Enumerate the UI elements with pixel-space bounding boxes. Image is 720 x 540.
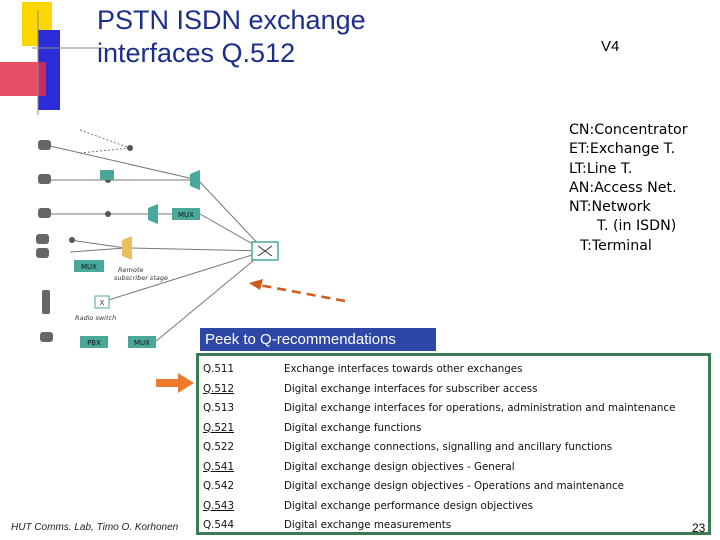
mux-label-1: MUX xyxy=(178,211,194,219)
radio-switch-label: Radio switch xyxy=(75,314,116,322)
node-dots xyxy=(69,145,133,243)
abbr-et: ET:Exchange T. xyxy=(569,141,676,158)
recommendation-description: Digital exchange interfaces for operatio… xyxy=(284,402,676,414)
recommendation-description: Digital exchange interfaces for subscrib… xyxy=(284,382,538,395)
mux-small xyxy=(100,170,114,180)
remote-stage-label-1: Remote xyxy=(118,266,143,274)
recommendation-code: Q.544 xyxy=(203,519,235,531)
pbx-label: PBX xyxy=(87,339,101,347)
connection-lines xyxy=(49,129,266,343)
mux-boxes: MUX MUX MUX PBX xyxy=(74,208,200,348)
mux-label-2: MUX xyxy=(81,263,97,271)
pointer-arrow-icon xyxy=(156,373,194,393)
recommendation-code[interactable]: Q.543 xyxy=(203,499,235,512)
exchange-x-icon xyxy=(257,245,273,257)
abbr-nt-cont: T. (in ISDN) xyxy=(597,218,677,235)
abbr-an: AN:Access Net. xyxy=(569,179,677,196)
recommendation-code: Q.513 xyxy=(203,402,235,414)
recommendation-code: Q.542 xyxy=(203,480,235,492)
abbr-cn: CN:Concentrator xyxy=(569,122,688,138)
recommendation-description: Digital exchange performance design obje… xyxy=(284,499,533,512)
recommendation-description: Digital exchange connections, signalling… xyxy=(284,441,613,453)
remote-stage-icon xyxy=(122,236,132,260)
remote-stage-label-2: subscriber stage xyxy=(114,274,168,282)
abbr-nt: NT:Network xyxy=(569,199,651,216)
slide-title-line1: PSTN ISDN exchange xyxy=(97,5,366,35)
abbr-lt: LT:Line T. xyxy=(569,160,633,177)
dashed-arrow-icon xyxy=(249,279,346,303)
page-number: 23 xyxy=(692,521,706,535)
recommendation-code: Q.511 xyxy=(203,363,235,375)
abbr-t: T:Terminal xyxy=(580,237,652,254)
mux-label-3: MUX xyxy=(134,339,150,347)
recommendations-table: Q.511 Exchange interfaces towards other e… xyxy=(196,353,711,535)
corner-decoration xyxy=(0,2,105,115)
abbreviation-list: CN:Concentrator ET:Exchange T. LT:Line T… xyxy=(569,121,719,256)
concentrator-icons xyxy=(148,170,200,224)
version-label: V4 xyxy=(601,38,620,55)
recommendation-code[interactable]: Q.512 xyxy=(203,382,235,395)
access-network-diagram: MUX MUX MUX PBX Remote subscriber stage … xyxy=(36,129,279,348)
recommendation-code: Q.522 xyxy=(203,441,235,453)
recommendation-description: Digital exchange functions xyxy=(284,421,422,434)
slide-title-line2: interfaces Q.512 xyxy=(97,38,296,68)
recommendation-description: Digital exchange design objectives - Gen… xyxy=(284,460,515,473)
radio-x-label: X xyxy=(100,299,105,307)
recommendations-header: Peek to Q-recommendations xyxy=(200,328,436,351)
radio-switch-box xyxy=(94,295,110,309)
recommendation-description: Digital exchange measurements xyxy=(284,519,452,531)
recommendation-code[interactable]: Q.541 xyxy=(203,460,235,473)
recommendation-code[interactable]: Q.521 xyxy=(203,421,235,434)
footer-credit: HUT Comms. Lab, Timo O. Korhonen xyxy=(11,522,179,533)
recommendation-description: Exchange interfaces towards other exchan… xyxy=(284,363,523,375)
phone-icons xyxy=(36,140,53,342)
recommendation-description: Digital exchange design objectives - Ope… xyxy=(284,480,624,492)
slide-title: PSTN ISDN exchange interfaces Q.512 xyxy=(97,4,517,70)
